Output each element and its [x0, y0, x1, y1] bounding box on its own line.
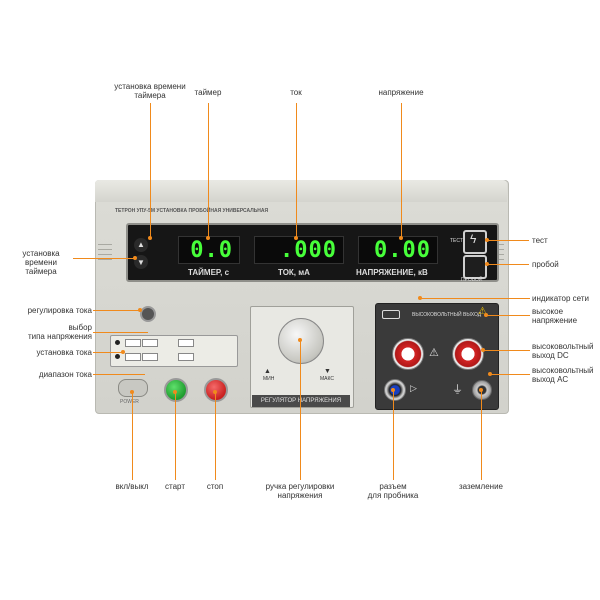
current-label: ТОК, мА: [278, 268, 310, 277]
knob-max-label: МАКС: [320, 376, 334, 382]
power-switch[interactable]: [118, 379, 148, 397]
callout-current-set: установка тока: [36, 348, 92, 357]
timer-display: 0.0: [178, 236, 240, 264]
range-chip-1[interactable]: [125, 353, 141, 361]
probe-connector[interactable]: [384, 379, 406, 401]
callout-timer: таймер: [194, 88, 222, 97]
hv-title: ВЫСОКОВОЛЬТНЫЙ ВЫХОД: [412, 312, 482, 318]
callout-probe-connector: разъем для пробника: [367, 482, 419, 500]
knob-min-label: МИН: [263, 376, 275, 382]
voltage-knob-label: РЕГУЛЯТОР НАПРЯЖЕНИЯ: [252, 395, 350, 407]
current-display: .000: [254, 236, 344, 264]
timer-down-button[interactable]: [134, 255, 148, 269]
ground-icon: ⏚: [452, 384, 463, 396]
settings-panel: [110, 335, 238, 367]
breakdown-button[interactable]: [463, 255, 487, 279]
callout-net-indicator: индикатор сети: [532, 294, 589, 303]
device-brand: ТЕТРОН УПУ-5М УСТАНОВКА ПРОБОЙНАЯ УНИВЕР…: [115, 208, 269, 214]
callout-on-off: вкл/выкл: [115, 482, 149, 491]
current-adjust-screw[interactable]: [140, 306, 156, 322]
led-2: [115, 354, 120, 359]
test-button[interactable]: [463, 230, 487, 254]
breakdown-button-label: ПРОБОЙ: [461, 277, 483, 283]
callout-hv-dc: высоковольтный выход DC: [532, 342, 594, 360]
callout-stop: стоп: [206, 482, 224, 491]
mode-chip-2[interactable]: [142, 339, 158, 347]
callout-voltage: напряжение: [378, 88, 424, 97]
callout-high-voltage: высокое напряжение: [532, 307, 578, 325]
range-chip-2[interactable]: [142, 353, 158, 361]
lightning-icon: ϟ: [470, 232, 477, 246]
callout-voltage-knob: ручка регулировки напряжения: [265, 482, 335, 500]
callout-hv-ac: высоковольтный выход AC: [532, 366, 594, 384]
triangle-down-icon: ▼: [137, 258, 145, 267]
callout-ground: заземление: [458, 482, 503, 491]
callout-start: старт: [165, 482, 185, 491]
warning-icon: ⚠: [429, 347, 439, 359]
callout-current-range: диапазон тока: [38, 370, 92, 379]
callout-voltage-type: выбор типа напряжения: [27, 323, 92, 341]
callout-timer-set: установка времени таймера: [114, 82, 186, 100]
hv-dc-terminal-1[interactable]: [392, 338, 424, 370]
triangle-up-icon: ▲: [264, 368, 271, 375]
timer-up-button[interactable]: [134, 238, 148, 252]
power-label: POWER: [120, 399, 139, 405]
callout-test: тест: [532, 236, 548, 245]
mode-chip-3[interactable]: [178, 339, 194, 347]
range-chip-3[interactable]: [178, 353, 194, 361]
warning-icon: ⚠: [478, 306, 487, 317]
callout-current-reg: регулировка тока: [27, 306, 92, 315]
led-1: [115, 340, 120, 345]
play-icon: ▷: [410, 383, 417, 393]
callout-timer-set-left: установка времени таймера: [22, 249, 60, 276]
hv-dc-terminal-2[interactable]: [452, 338, 484, 370]
voltage-display: 0.00: [358, 236, 438, 264]
callout-current: ток: [290, 88, 302, 97]
net-indicator-lamp: [382, 310, 400, 319]
test-button-label: ТЕСТ: [450, 238, 463, 244]
mode-chip-1[interactable]: [125, 339, 141, 347]
triangle-up-icon: ▲: [137, 240, 145, 249]
voltage-label: НАПРЯЖЕНИЕ, кВ: [356, 268, 428, 277]
timer-label: ТАЙМЕР, с: [188, 268, 230, 277]
device-top-panel: [95, 180, 507, 202]
callout-breakdown: пробой: [532, 260, 559, 269]
triangle-down-icon: ▼: [324, 368, 331, 375]
